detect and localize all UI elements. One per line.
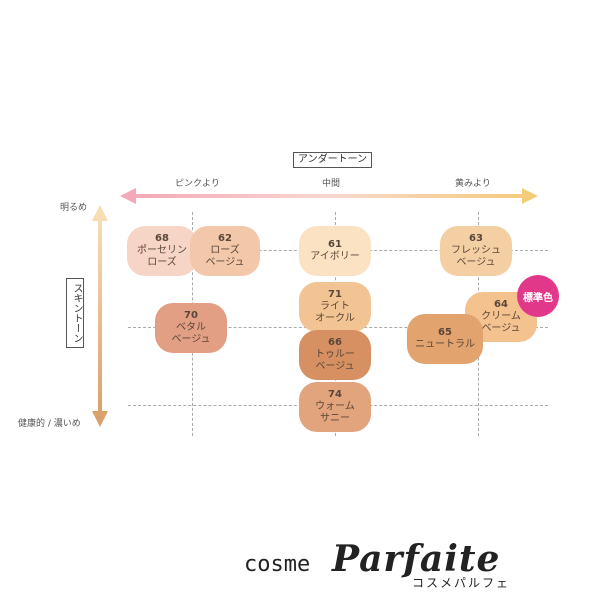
swatch-number: 74: [328, 389, 342, 400]
swatch-name: アイボリー: [310, 251, 360, 262]
skintone-arrow: [92, 205, 108, 427]
swatch-name: ウォーム: [315, 401, 355, 412]
swatch-63: 63 フレッシュ ベージュ: [440, 226, 512, 276]
undertone-mid-label: 中間: [322, 179, 341, 189]
logo-script: Parfaite: [332, 538, 501, 580]
swatch-number: 66: [328, 337, 342, 348]
skintone-title: スキントーン: [66, 278, 84, 348]
swatch-name: ベージュ: [456, 257, 496, 268]
swatch-name: オークル: [315, 313, 355, 324]
swatch-number: 64: [494, 299, 508, 310]
swatch-number: 62: [218, 233, 232, 244]
swatch-65: 65 ニュートラル: [407, 314, 483, 364]
swatch-name: ベージュ: [171, 334, 211, 345]
standard-color-badge: 標準色: [517, 275, 559, 317]
swatch-61: 61 アイボリー: [299, 226, 371, 276]
swatch-name: ニュートラル: [415, 339, 475, 350]
swatch-name: サニー: [320, 413, 350, 424]
skintone-bottom-label: 健康的 / 濃いめ: [18, 419, 81, 429]
swatch-name: ローズ: [147, 257, 177, 268]
swatch-71: 71 ライト オークル: [299, 282, 371, 332]
undertone-arrow: [120, 188, 538, 204]
swatch-66: 66 トゥルー ベージュ: [299, 330, 371, 380]
swatch-70: 70 ベタル ベージュ: [155, 303, 227, 353]
swatch-name: ベージュ: [315, 361, 355, 372]
brand-logo: cosme Parfaite コスメパルフェ: [244, 538, 534, 590]
undertone-right-label: 黄みより: [455, 179, 491, 189]
swatch-62: 62 ローズ ベージュ: [190, 226, 260, 276]
swatch-number: 63: [469, 233, 483, 244]
swatch-74: 74 ウォーム サニー: [299, 382, 371, 432]
swatch-68: 68 ポーセリン ローズ: [127, 226, 197, 276]
swatch-name: クリーム: [481, 311, 521, 322]
swatch-name: フレッシュ: [451, 245, 501, 256]
logo-latin: cosme: [244, 552, 311, 577]
undertone-left-label: ピンクより: [175, 179, 220, 189]
swatch-number: 61: [328, 239, 342, 250]
swatch-number: 71: [328, 289, 342, 300]
skintone-top-label: 明るめ: [60, 203, 88, 213]
swatch-name: ポーセリン: [137, 245, 187, 256]
swatch-name: ベージュ: [205, 257, 245, 268]
swatch-name: トゥルー: [315, 349, 355, 360]
swatch-name: ライト: [320, 301, 350, 312]
swatch-number: 68: [155, 233, 169, 244]
swatch-number: 70: [184, 310, 198, 321]
swatch-name: ベタル: [176, 322, 206, 333]
logo-kana: コスメパルフェ: [412, 576, 511, 590]
swatch-name: ローズ: [210, 245, 240, 256]
swatch-number: 65: [438, 327, 452, 338]
swatch-name: ベージュ: [481, 323, 521, 334]
undertone-title: アンダートーン: [293, 152, 373, 168]
